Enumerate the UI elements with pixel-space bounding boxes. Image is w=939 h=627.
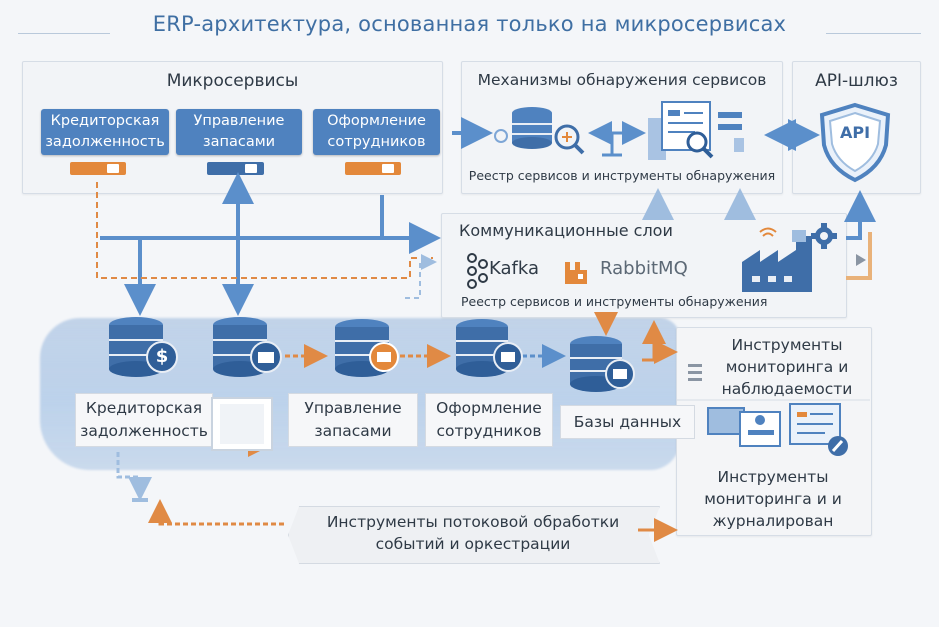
db-label-databases: Базы данных xyxy=(560,405,695,439)
service-onboarding-button[interactable]: Оформление сотрудников xyxy=(313,109,440,155)
rabbitmq-icon xyxy=(565,262,587,284)
microservices-header: Микросервисы xyxy=(166,71,299,91)
dollar-icon: $ xyxy=(155,346,169,367)
db-label-inventory: Управление запасами xyxy=(288,393,418,447)
bus-marker xyxy=(132,498,148,502)
communication-header: Коммуникационные слои xyxy=(459,221,673,240)
service-inventory-toggle[interactable] xyxy=(207,162,264,175)
streaming-label: Инструменты потоковой обработки событий … xyxy=(326,513,620,553)
streaming-ribbon xyxy=(288,506,660,564)
db-inventory-icon xyxy=(213,317,282,377)
db-label-payables: Кредиторская задолженность xyxy=(75,393,213,447)
db-payables-icon xyxy=(109,317,178,377)
document-icon xyxy=(211,397,273,451)
db-mid-icon xyxy=(335,319,399,377)
monitoring-bottom-label: Инструменты мониторинга и и журналирован xyxy=(704,468,842,530)
link-comm-gateway-orange xyxy=(846,232,872,280)
node-dot-icon xyxy=(494,129,508,143)
microservices-panel: Микросервисы Кредиторская задолженность … xyxy=(22,61,443,194)
rabbitmq-label: RabbitMQ xyxy=(600,258,688,279)
arrow-db-to-comm xyxy=(642,320,666,362)
monitoring-dashboard-icon xyxy=(707,403,848,456)
play-marker xyxy=(856,254,866,266)
database-search-icon xyxy=(512,107,585,155)
document-search-icon xyxy=(648,101,744,160)
factory-icon xyxy=(742,227,812,292)
service-payables-button[interactable]: Кредиторская задолженность xyxy=(41,109,169,155)
gear-icon xyxy=(811,223,837,249)
gateway-header: API-шлюз xyxy=(815,71,898,91)
communication-caption: Реестр сервисов и инструменты обнаружени… xyxy=(461,294,768,309)
service-inventory-button[interactable]: Управление запасами xyxy=(176,109,302,155)
list-icon xyxy=(688,364,702,381)
dashed-payables-to-comm xyxy=(96,182,433,279)
title-rule-right xyxy=(826,33,921,34)
arrow-stream-to-payables xyxy=(148,499,284,526)
db-generic-icon xyxy=(570,336,635,392)
discovery-caption: Реестр сервисов и инструменты обнаружени… xyxy=(468,168,776,183)
service-onboarding-toggle[interactable] xyxy=(345,162,401,175)
kafka-icon xyxy=(467,253,488,289)
api-shield-icon xyxy=(819,102,891,183)
db-onboarding-icon xyxy=(456,319,523,377)
kafka-label: Kafka xyxy=(489,258,539,279)
discovery-header: Механизмы обнаружения сервисов xyxy=(477,71,767,89)
service-payables-toggle[interactable] xyxy=(70,162,126,175)
page-title: ERP-архитектура, основанная только на ми… xyxy=(152,12,787,36)
dashed-db-to-stream xyxy=(116,452,140,479)
db-label-onboarding: Оформление сотрудников xyxy=(425,393,553,447)
title-rule-left xyxy=(18,33,110,34)
arrow-comm-to-gateway xyxy=(844,190,876,240)
monitoring-top-label: Инструменты мониторинга и наблюдаемости xyxy=(721,336,853,398)
api-badge: API xyxy=(839,123,871,142)
dashed-db-to-comm xyxy=(405,254,437,299)
